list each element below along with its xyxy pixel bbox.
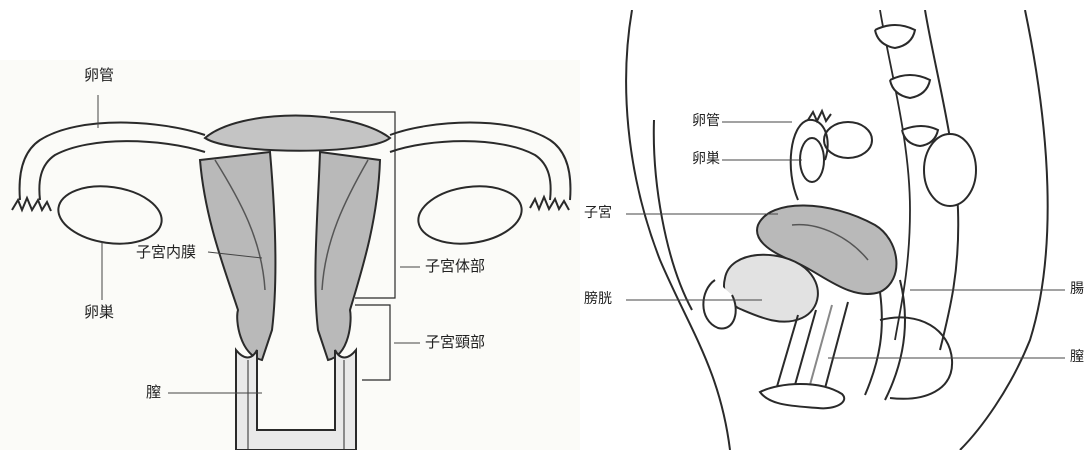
- bowel-loop-2: [924, 134, 976, 206]
- background-blank: [580, 0, 1090, 10]
- fallopian-tube-right: [390, 123, 570, 201]
- sagittal-illustration: [580, 10, 1090, 450]
- fimbria-left: [12, 198, 51, 211]
- label-endometrium: 子宮内膜: [136, 245, 196, 260]
- label-s-bladder: 膀胱: [584, 292, 612, 306]
- abdominal-wall: [626, 10, 730, 450]
- label-fallopian-tube: 卵管: [84, 68, 114, 83]
- uterine-wall-left: [200, 152, 275, 360]
- sagittal-vagina: [776, 315, 798, 390]
- label-cervix: 子宮頸部: [425, 335, 485, 350]
- label-s-rectum-partial: 腸: [1070, 282, 1084, 296]
- uterus-frontal-diagram: 卵管 卵巣 子宮内膜 子宮体部 子宮頸部 膣: [0, 60, 580, 450]
- label-vagina: 膣: [146, 385, 161, 400]
- background-blank: [0, 0, 580, 60]
- uterine-fundus: [205, 116, 390, 151]
- sagittal-ovary: [800, 138, 824, 182]
- back-outline: [960, 10, 1048, 450]
- frontal-illustration: [0, 60, 580, 450]
- bowel-loop-1: [824, 122, 872, 158]
- pelvis-sagittal-diagram: 卵管 卵巣 子宮 膀胱 腸 膣: [580, 10, 1090, 450]
- vagina-wall: [236, 350, 356, 450]
- label-s-fallopian-tube: 卵管: [692, 114, 720, 128]
- label-s-ovary: 卵巣: [692, 152, 720, 166]
- vertebra-1: [875, 25, 915, 48]
- label-s-vagina-partial: 膣: [1070, 350, 1084, 364]
- ovary-right-shape: [415, 180, 526, 250]
- perineum: [760, 384, 844, 408]
- label-ovary: 卵巣: [84, 305, 114, 320]
- ovary-left-shape: [55, 180, 166, 250]
- cervix-bracket: [355, 305, 390, 380]
- sagittal-rectum: [865, 292, 882, 395]
- uterine-wall-right: [315, 152, 380, 360]
- label-uterine-body: 子宮体部: [425, 259, 485, 274]
- label-s-uterus: 子宮: [584, 206, 612, 220]
